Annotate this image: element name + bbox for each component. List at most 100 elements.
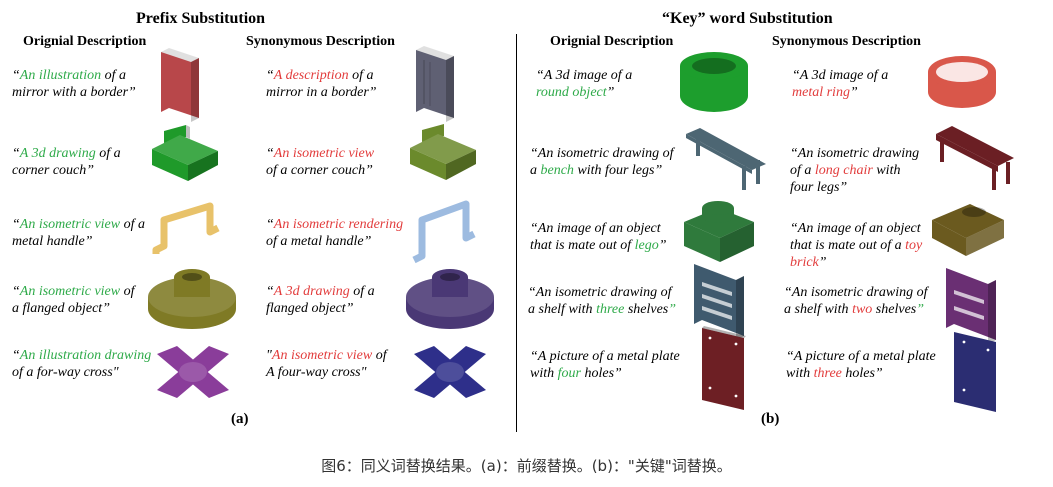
desc-segment: four legs”	[790, 180, 848, 195]
lego-object	[684, 201, 754, 262]
desc-segment: “	[12, 284, 20, 299]
desc-segment: corner couch”	[12, 163, 95, 178]
long-chair-object	[936, 126, 1014, 190]
four-way-cross-object-alt	[414, 346, 486, 398]
desc-segment: four	[557, 366, 581, 381]
desc-segment: ”	[658, 238, 667, 253]
desc-segment: An illustration	[19, 68, 102, 83]
desc-segment: toy	[905, 238, 923, 253]
desc-segment: two	[852, 302, 873, 317]
desc-segment: of a	[101, 68, 126, 83]
desc-segment: “A 3d image of a	[792, 68, 889, 83]
desc-right-orig: “An isometric drawing of a bench with fou…	[530, 145, 674, 179]
desc-segment: “	[266, 217, 274, 232]
bench-object	[686, 128, 766, 190]
desc-segment: metal handle”	[12, 234, 93, 249]
desc-segment: An isometric view	[273, 146, 375, 161]
right-original-header: Orignial Description	[550, 34, 674, 49]
desc-segment: shelves	[872, 302, 917, 317]
desc-segment: “An image of an object	[790, 221, 921, 236]
right-synonymous-header: Synonymous Description	[772, 34, 921, 49]
desc-segment: lego	[634, 238, 659, 253]
desc-segment: A 3d drawing	[19, 146, 96, 161]
metal-handle-object	[152, 202, 220, 254]
flanged-object	[148, 269, 236, 329]
desc-segment: with	[872, 163, 901, 178]
desc-segment: of a	[120, 217, 145, 232]
mirror-object	[161, 48, 199, 122]
desc-segment: mirror with a border”	[12, 85, 136, 100]
desc-segment: that is mate out of	[530, 238, 635, 253]
desc-segment: "	[112, 365, 119, 380]
desc-segment: holes”	[841, 366, 883, 381]
desc-segment: round object	[536, 85, 607, 100]
desc-segment: of a for-way cross	[12, 365, 113, 380]
desc-segment: a	[530, 163, 541, 178]
desc-segment: that is mate out of a	[790, 238, 906, 253]
panel-divider	[516, 34, 517, 432]
desc-segment: of	[372, 348, 387, 363]
desc-segment: ”	[668, 302, 677, 317]
desc-segment: A 3d drawing	[273, 284, 350, 299]
right-panel-title: “Key” word Substitution	[662, 10, 833, 27]
desc-segment: holes”	[580, 366, 622, 381]
desc-right-syn: “An isometric drawing of a shelf with two…	[784, 284, 928, 318]
desc-segment: of a metal handle”	[266, 234, 372, 249]
desc-segment: An isometric view	[271, 348, 373, 363]
desc-segment: a shelf with	[528, 302, 597, 317]
metal-plate-object	[702, 326, 746, 410]
desc-segment: “An isometric drawing of	[784, 285, 928, 300]
desc-segment: “	[12, 68, 20, 83]
desc-segment: "	[266, 348, 272, 363]
desc-segment: three	[596, 302, 625, 317]
corner-couch-object-alt	[410, 124, 476, 180]
flanged-object-alt	[406, 269, 494, 329]
desc-segment: ”	[916, 302, 925, 317]
desc-segment: long chair	[814, 163, 873, 178]
desc-segment: ”	[818, 255, 827, 270]
desc-segment: “An isometric drawing of	[528, 285, 672, 300]
panel-label-a: (a)	[231, 411, 249, 427]
round-object	[680, 52, 748, 112]
desc-segment: An isometric view	[19, 284, 121, 299]
desc-segment: a flanged object”	[12, 301, 110, 316]
desc-segment: brick	[790, 255, 819, 270]
desc-segment: An isometric view	[19, 217, 121, 232]
desc-segment: a shelf with	[784, 302, 853, 317]
toy-brick-object	[932, 204, 1004, 256]
desc-segment: mirror in a border”	[266, 85, 377, 100]
desc-segment: “An isometric drawing	[790, 146, 920, 161]
desc-segment: of a	[349, 284, 375, 299]
desc-segment: “An image of an object	[530, 221, 661, 236]
desc-segment: metal ring	[792, 85, 850, 100]
left-synonymous-header: Synonymous Description	[246, 34, 395, 49]
four-way-cross-object	[157, 346, 229, 398]
desc-segment: A description	[273, 68, 349, 83]
desc-segment: of a corner couch”	[266, 163, 373, 178]
desc-segment: An illustration drawing	[19, 348, 152, 363]
desc-segment: An isometric rendering	[273, 217, 404, 232]
desc-segment: “An isometric drawing of	[530, 146, 674, 161]
desc-right-orig: “A picture of a metal plate with four hol…	[530, 348, 680, 382]
desc-segment: “A picture of a metal plate	[530, 349, 680, 364]
desc-segment: "	[360, 365, 367, 380]
desc-segment: “	[266, 284, 274, 299]
desc-segment: bench	[540, 163, 574, 178]
desc-left-syn: “An isometric rendering of a metal handle…	[266, 216, 403, 250]
desc-segment: with four legs”	[573, 163, 663, 178]
desc-segment: ”	[849, 85, 858, 100]
left-panel-title: Prefix Substitution	[136, 10, 266, 27]
desc-segment: with	[530, 366, 558, 381]
corner-couch-object	[152, 125, 218, 181]
desc-right-orig: “An isometric drawing of a shelf with thr…	[528, 284, 676, 318]
